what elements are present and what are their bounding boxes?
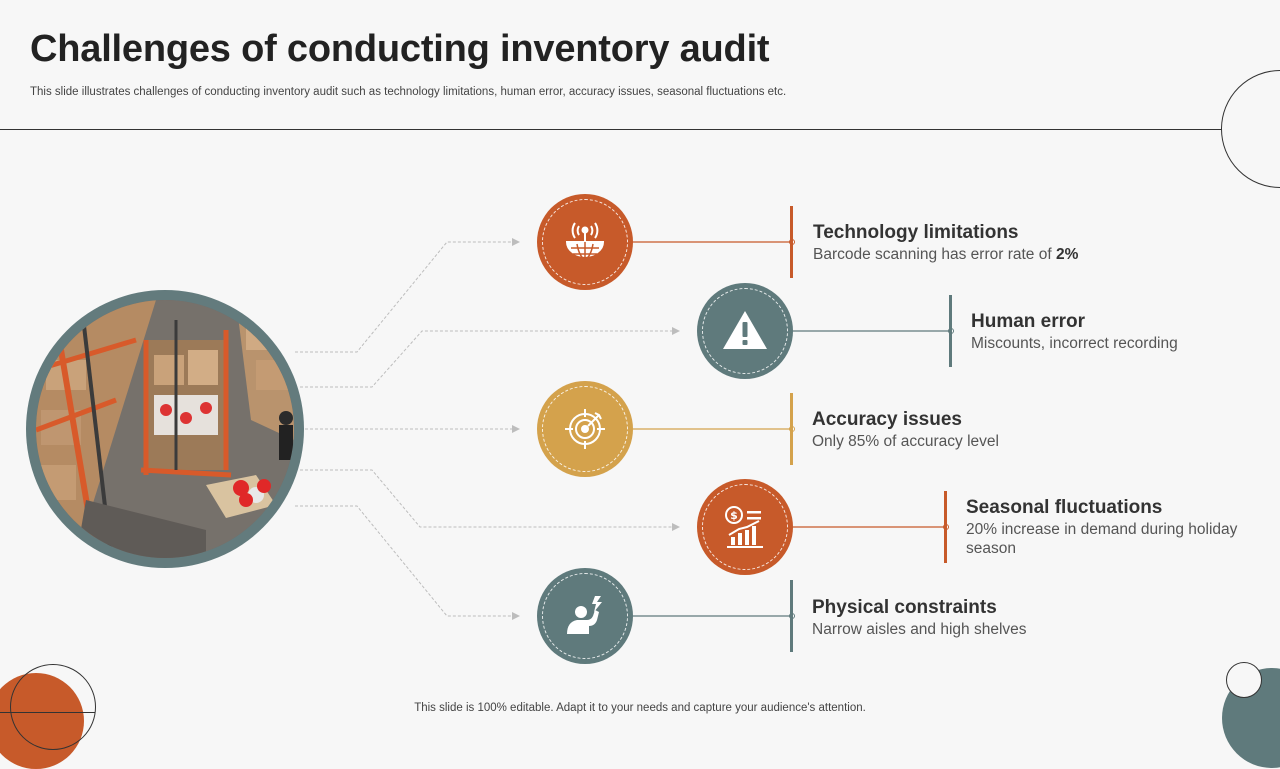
seasonal-desc: 20% increase in demand during holiday se… (966, 521, 1238, 557)
technology-title: Technology limitations (813, 222, 1019, 243)
strong-person-icon (567, 596, 602, 634)
arrow-physical (512, 612, 520, 620)
accuracy-desc: Only 85% of accuracy level (812, 433, 999, 450)
target-icon (565, 409, 605, 449)
warning-icon (723, 311, 767, 349)
warehouse-illustration (36, 300, 294, 558)
connector-lines (295, 238, 954, 620)
arrow-technology (512, 238, 520, 246)
header-divider (0, 129, 1222, 130)
seasonal-bar (944, 491, 947, 563)
footer-note: This slide is 100% editable. Adapt it to… (414, 702, 866, 714)
arrow-accuracy (512, 425, 520, 433)
physical-title: Physical constraints (812, 597, 997, 618)
satellite-globe-icon (565, 222, 605, 262)
physical-desc: Narrow aisles and high shelves (812, 621, 1027, 638)
technology-desc-text: Barcode scanning has error rate of (813, 246, 1056, 263)
physical-icon-circle (537, 568, 633, 664)
technology-bar (790, 206, 793, 278)
physical-bar (790, 580, 793, 652)
accuracy-bar (790, 393, 793, 465)
technology-icon-circle (537, 194, 633, 290)
connector-technology (295, 241, 512, 353)
human-error-title: Human error (971, 311, 1086, 332)
arrow-human-error (672, 327, 680, 335)
warehouse-photo (26, 290, 304, 568)
page-title: Challenges of conducting inventory audit (30, 28, 770, 70)
decorative-ring-bottom-right (1226, 662, 1262, 698)
svg-text:$: $ (730, 509, 738, 522)
connector-seasonal (300, 469, 672, 528)
technology-desc: Barcode scanning has error rate of 2% (813, 245, 1078, 264)
page-subtitle: This slide illustrates challenges of con… (30, 86, 787, 98)
accuracy-icon-circle (537, 381, 633, 477)
human-error-bar (949, 295, 952, 367)
arrow-seasonal (672, 523, 680, 531)
finance-chart-icon: $ (725, 506, 763, 548)
human-error-icon-circle (697, 283, 793, 379)
seasonal-icon-circle: $ (697, 479, 793, 575)
human-error-desc: Miscounts, incorrect recording (971, 335, 1178, 352)
seasonal-title: Seasonal fluctuations (966, 497, 1163, 518)
technology-desc-highlight: 2% (1055, 246, 1079, 263)
decorative-line-bottom-left (0, 712, 95, 713)
connector-physical (295, 505, 512, 617)
accuracy-title: Accuracy issues (812, 409, 962, 430)
connector-human-error (300, 330, 672, 388)
